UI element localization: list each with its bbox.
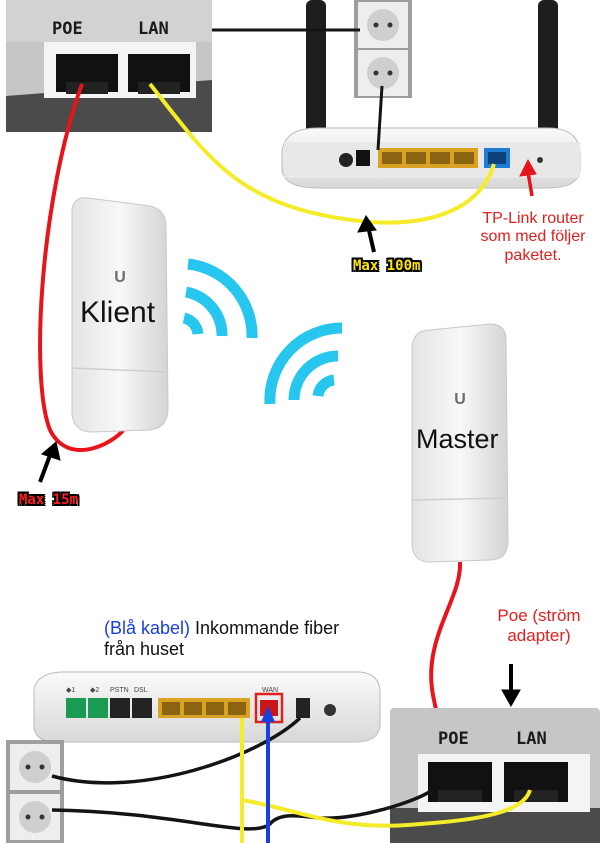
black-cable-router bbox=[376, 85, 384, 151]
klient-access-point: U bbox=[71, 197, 169, 433]
red-cable-klient bbox=[38, 83, 128, 452]
arrow-icon bbox=[261, 706, 275, 722]
fiber-cable-label: (Blå kabel) Inkommande fiber från huset bbox=[104, 618, 364, 659]
wan-label: WAN bbox=[262, 687, 278, 694]
poe-injector-bottom: POE LAN bbox=[390, 708, 600, 843]
svg-text:◆1: ◆1 bbox=[66, 687, 75, 694]
power-socket-icon bbox=[6, 740, 64, 843]
fiber-router: ◆1 ◆2 PSTN DSL WAN bbox=[33, 671, 381, 743]
arrow-icon bbox=[41, 441, 61, 461]
max-100m-label: Max 100m bbox=[353, 258, 421, 274]
arrow-icon bbox=[526, 171, 534, 197]
arrow-icon bbox=[357, 215, 377, 233]
ubiquiti-u-logo: U bbox=[114, 269, 126, 286]
tp-link-router bbox=[281, 0, 581, 189]
master-label: Master bbox=[416, 424, 499, 454]
lan-label-top: LAN bbox=[138, 19, 169, 39]
arrow-icon bbox=[519, 158, 537, 177]
yellow-cable-bottom bbox=[241, 789, 532, 828]
black-cable-poe-power bbox=[51, 788, 434, 831]
poe-injector-top: POE LAN bbox=[6, 0, 212, 132]
dsl-label: DSL bbox=[134, 687, 148, 694]
klient-label: Klient bbox=[80, 296, 156, 329]
poe-label-top: POE bbox=[52, 19, 83, 39]
master-access-point: U bbox=[411, 323, 509, 563]
poe-label-bottom: POE bbox=[438, 729, 469, 749]
yellow-cable-top bbox=[148, 82, 496, 225]
power-socket-icon bbox=[354, 0, 412, 98]
ubiquiti-u-logo: U bbox=[454, 391, 466, 408]
wifi-signal-icon bbox=[182, 258, 258, 339]
pstn-label: PSTN bbox=[110, 687, 129, 694]
max-15m-label: Max 15m bbox=[19, 492, 79, 508]
fiber-cable-text: Inkommande fiber från huset bbox=[104, 618, 340, 659]
poe-adapter-label: Poe (ström adapter) bbox=[497, 606, 581, 645]
blue-cable-label: (Blå kabel) bbox=[104, 618, 191, 638]
wifi-signal-icon bbox=[264, 322, 343, 405]
svg-text:◆2: ◆2 bbox=[90, 687, 99, 694]
black-cable-fiber-power bbox=[51, 716, 302, 785]
tp-link-router-label: TP-Link router som med följer paketet. bbox=[480, 210, 586, 264]
arrow-icon bbox=[501, 689, 521, 708]
lan-label-bottom: LAN bbox=[516, 729, 547, 749]
